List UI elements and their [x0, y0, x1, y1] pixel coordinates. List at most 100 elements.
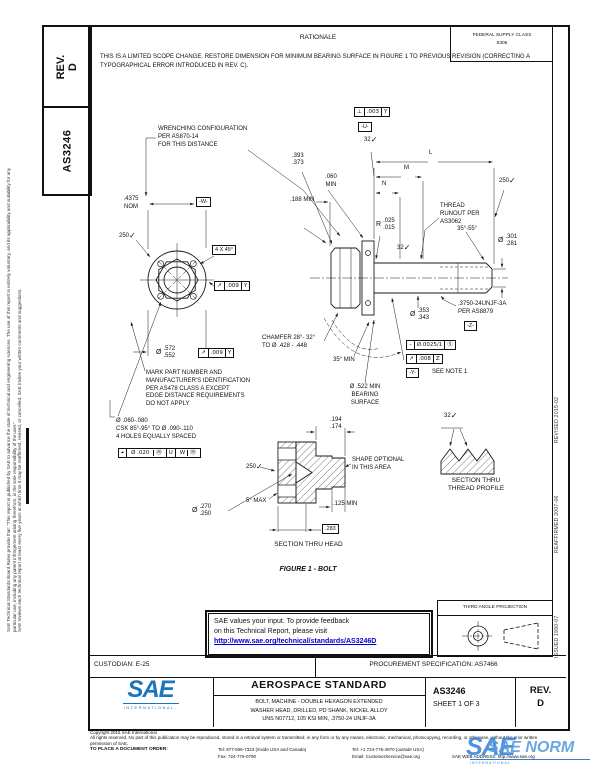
- watermark-rule: [470, 759, 590, 760]
- web-address: SAE WEB ADDRESS: http://www.sae.org: [452, 754, 535, 759]
- sheet-frame: [88, 25, 570, 731]
- dim-188-min: .188 MIN: [290, 197, 315, 203]
- rev-value: D: [537, 698, 544, 709]
- dim-M: M: [404, 165, 409, 171]
- email-address: Email: CustomerService@sae.org: [352, 754, 420, 759]
- title-block-divider-1: [213, 677, 214, 727]
- document-number-tab: AS3246: [42, 106, 92, 196]
- third-angle-projection-icon: [462, 621, 539, 651]
- thread-callout: .3750-24UNJF-3A PER AS8879: [458, 301, 507, 315]
- figure-1-linework: [109, 137, 508, 532]
- margin-disclaimer-2: SAE reviews each technical report at lea…: [17, 288, 22, 632]
- runout-icon: ↗: [217, 283, 222, 289]
- standard-type: AEROSPACE STANDARD: [251, 679, 387, 691]
- finish-250-thread-end: 250✓: [499, 176, 516, 185]
- revision-change-bar: [26, 428, 29, 504]
- dim-4375-nom: .4375 NOM: [123, 196, 139, 210]
- dim-194-174: .194.174: [330, 417, 342, 430]
- chamfer-4x45-box: 4 X 45°: [212, 245, 237, 255]
- sae-logo: SAE INTERNATIONAL.: [88, 676, 213, 710]
- dim-L: L: [429, 150, 433, 156]
- finish-250-head-face: 250✓: [246, 462, 263, 471]
- finish-check-icon: ✓: [403, 243, 411, 252]
- sae-logo-text: SAE: [127, 676, 174, 703]
- dim-393-373: .393.373: [292, 153, 304, 166]
- csk-hole-note: Ø .060-.080 CSK 85°-95° TO Ø .090-.110 4…: [116, 418, 197, 440]
- custodian-divider: [315, 655, 316, 677]
- thread-runout-note: THREAD RUNOUT PER AS3062: [440, 203, 480, 225]
- dia-353-343: Ø .353.343: [410, 308, 430, 321]
- copyright: Copyright 2015 SAE International: [90, 730, 157, 735]
- dim-283-basic: .283: [322, 524, 339, 534]
- finish-check-icon: ✓: [129, 231, 136, 240]
- phone-inside: Tel: 877-606-7323 (inside USA and Canada…: [218, 747, 307, 752]
- feedback-box: SAE values your input. To provide feedba…: [205, 610, 433, 658]
- radius-fillet: R .025.015: [376, 218, 395, 231]
- shape-optional-note: SHAPE OPTIONAL IN THIS AREA: [352, 457, 405, 471]
- watermark-international-text: INTERNATIONAL: [470, 761, 511, 765]
- finish-32-bearing: 32✓: [364, 135, 378, 144]
- rationale-title: RATIONALE: [299, 34, 337, 41]
- datum-w: -W-: [196, 197, 211, 207]
- chamfer-note: CHAMFER 28°- 32° TO Ø .428 - .448: [262, 335, 316, 349]
- procurement-spec: PROCUREMENT SPECIFICATION: AS7466: [369, 661, 498, 668]
- angle-5-max: 5° MAX: [246, 498, 267, 504]
- rights-text: All rights reserved. No part of this pub…: [90, 735, 538, 746]
- standard-title-underline: [213, 695, 425, 696]
- datum-z: -Z-: [464, 321, 478, 331]
- runout-icon: ↗: [201, 350, 206, 356]
- finish-check-icon: ✓: [370, 135, 378, 144]
- figure-caption: FIGURE 1 - BOLT: [279, 566, 337, 573]
- feedback-line-2: on this Technical Report, please visit: [214, 628, 328, 636]
- row-divider-top: [88, 655, 566, 656]
- angle-35-55: 35°-55°: [457, 226, 478, 232]
- finish-check-icon: ✓: [256, 462, 263, 471]
- runout-icon: ↗: [409, 356, 414, 362]
- federal-supply-class-box: FEDERAL SUPPLY CLASS 5306: [450, 25, 553, 62]
- dia-301-281: Ø .301.281: [498, 234, 518, 247]
- dia-572-552: Ø .572.552: [156, 346, 176, 359]
- third-angle-projection-box: THIRD ANGLE PROJECTION: [437, 600, 553, 657]
- dia-270-250: Ø .270.250: [192, 504, 212, 517]
- sheet-number: SHEET 1 OF 3: [433, 701, 480, 708]
- rev-label: REV.: [529, 685, 552, 696]
- feedback-link[interactable]: http://www.sae.org/technical/standards/A…: [214, 638, 377, 646]
- section-thru-head-label: SECTION THRU HEAD: [274, 541, 343, 548]
- finish-32-thread: 32✓: [444, 411, 458, 420]
- perpendicularity-icon: ⊥: [357, 109, 362, 115]
- feedback-line-1: SAE values your input. To provide feedba…: [214, 618, 350, 625]
- dim-125-min: .125 MIN: [333, 501, 358, 507]
- sae-norm-watermark: SAE SAE NORM INTERNATIONAL: [466, 733, 600, 775]
- dim-N: N: [382, 181, 387, 187]
- title-block-divider-3: [515, 677, 516, 727]
- sae-logo-subtext: INTERNATIONAL.: [122, 702, 179, 710]
- fax-number: Fax: 724-776-0790: [218, 754, 257, 759]
- see-note-1: SEE NOTE 1: [432, 369, 468, 375]
- dim-060-min: .060 MIN: [325, 174, 337, 188]
- position-icon: ⌖: [121, 450, 125, 456]
- rationale-body: THIS IS A LIMITED SCOPE CHANGE. RESTORE …: [100, 54, 530, 69]
- document-title: BOLT, MACHINE - DOUBLE HEXAGON EXTENDED …: [250, 699, 388, 723]
- order-label: TO PLACE A DOCUMENT ORDER:: [90, 747, 168, 752]
- datum-y: -Y-: [406, 368, 419, 378]
- finish-check-icon: ✓: [450, 411, 458, 420]
- document-number: AS3246: [433, 686, 466, 696]
- watermark-norm-text: SAE NORM: [488, 739, 575, 756]
- stamp-strip-line: [552, 25, 553, 655]
- title-block-top-line: [88, 677, 566, 678]
- angle-35-min: 35° MIN: [333, 357, 355, 363]
- marking-note: MARK PART NUMBER AND MANUFACTURER'S IDEN…: [146, 370, 251, 408]
- third-angle-projection-title: THIRD ANGLE PROJECTION: [438, 605, 552, 617]
- custodian: CUSTODIAN: E-25: [94, 661, 150, 668]
- finish-32-shank: 32✓: [397, 243, 411, 252]
- bearing-surface-note: Ø .522 MIN BEARING SURFACE: [349, 384, 381, 406]
- finish-check-icon: ✓: [509, 176, 516, 185]
- wrenching-note: WRENCHING CONFIGURATION PER AS870-14 FOR…: [158, 126, 248, 148]
- finish-250-head: 250✓: [119, 231, 136, 240]
